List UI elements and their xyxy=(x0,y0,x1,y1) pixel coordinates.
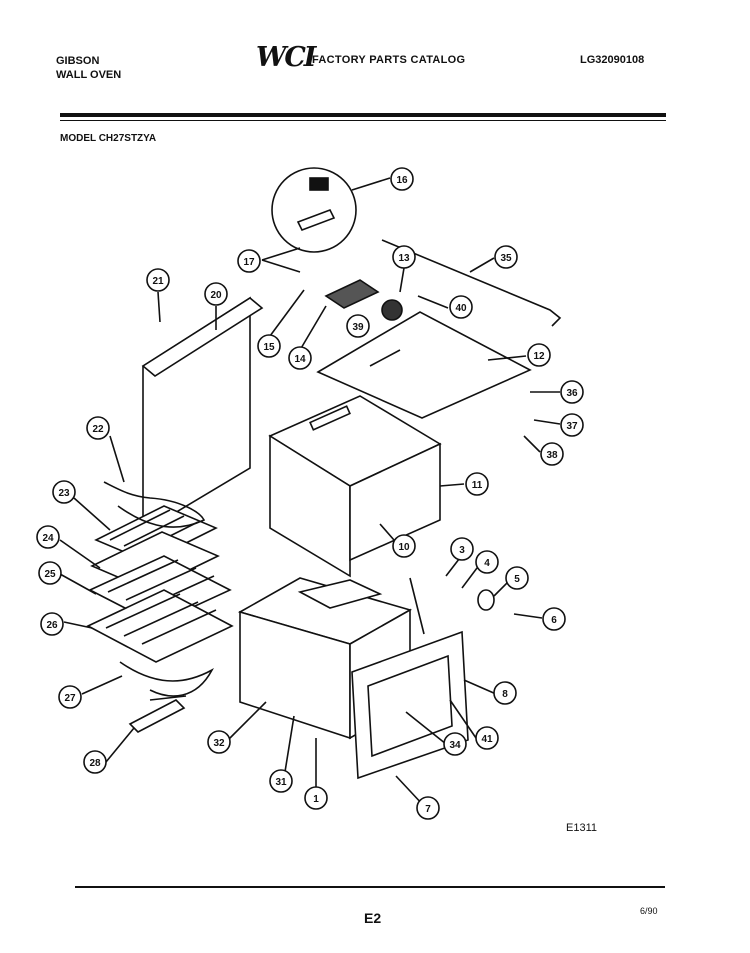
svg-text:6: 6 xyxy=(551,615,557,626)
callout-23 xyxy=(52,480,76,504)
callout-16 xyxy=(390,167,414,191)
callout-balloons xyxy=(36,167,584,820)
svg-text:14: 14 xyxy=(294,354,306,365)
svg-text:11: 11 xyxy=(472,480,483,491)
svg-text:28: 28 xyxy=(89,758,101,769)
model-number: MODEL CH27STZYA xyxy=(60,133,157,144)
callout-22 xyxy=(86,416,110,440)
catalog-title: FACTORY PARTS CATALOG xyxy=(312,54,466,66)
part-35-rod xyxy=(381,239,562,327)
svg-text:10: 10 xyxy=(398,542,410,553)
part-26-oven-rack xyxy=(86,589,234,663)
revision-date: 6/90 xyxy=(640,906,658,916)
svg-text:13: 13 xyxy=(398,253,410,264)
page-number: E2 xyxy=(364,910,382,926)
header-rule-thick xyxy=(60,113,666,117)
svg-text:23: 23 xyxy=(58,488,70,499)
svg-text:7: 7 xyxy=(425,804,431,815)
svg-text:35: 35 xyxy=(500,253,512,264)
callout-labels: 16 17 13 35 21 20 40 39 15 14 12 36 37 3… xyxy=(42,175,578,815)
svg-text:5: 5 xyxy=(514,574,520,585)
svg-text:31: 31 xyxy=(275,777,287,788)
part-16-detail-circle xyxy=(271,167,357,253)
callout-10 xyxy=(392,534,416,558)
svg-text:41: 41 xyxy=(481,734,493,745)
callout-34 xyxy=(443,732,467,756)
callout-39 xyxy=(346,314,370,338)
callout-6 xyxy=(542,607,566,631)
svg-text:3: 3 xyxy=(459,545,465,556)
brand-name: GIBSON xyxy=(56,55,100,67)
part-12-top-panel xyxy=(316,311,532,419)
svg-text:36: 36 xyxy=(566,388,578,399)
svg-text:8: 8 xyxy=(502,689,508,700)
callout-11 xyxy=(465,472,489,496)
product-name: WALL OVEN xyxy=(56,69,122,81)
wci-logo: WCI xyxy=(256,42,316,73)
footer-rule xyxy=(75,886,665,888)
svg-text:16: 16 xyxy=(396,175,408,186)
figure-code: E1311 xyxy=(566,822,597,834)
callout-37 xyxy=(560,413,584,437)
svg-text:22: 22 xyxy=(92,424,104,435)
svg-text:39: 39 xyxy=(352,322,364,333)
callout-31 xyxy=(269,769,293,793)
svg-text:25: 25 xyxy=(44,569,56,580)
callout-21 xyxy=(146,268,170,292)
svg-text:32: 32 xyxy=(213,738,225,749)
part-28-bracket xyxy=(128,699,186,733)
callout-38 xyxy=(540,442,564,466)
callout-25 xyxy=(38,561,62,585)
callout-27 xyxy=(58,685,82,709)
callout-14 xyxy=(288,346,312,370)
document-number: LG32090108 xyxy=(580,54,645,66)
part-14-switch xyxy=(324,279,380,309)
part-22-broil-element xyxy=(103,481,206,528)
svg-text:20: 20 xyxy=(210,290,222,301)
part-5-knob xyxy=(477,589,495,611)
svg-text:34: 34 xyxy=(449,740,461,751)
svg-text:27: 27 xyxy=(64,693,76,704)
callout-15 xyxy=(257,334,281,358)
svg-text:17: 17 xyxy=(243,257,255,268)
callout-40 xyxy=(449,295,473,319)
callout-1 xyxy=(304,786,328,810)
callout-7 xyxy=(416,796,440,820)
callout-5 xyxy=(505,566,529,590)
svg-text:40: 40 xyxy=(455,303,467,314)
svg-text:21: 21 xyxy=(152,276,164,287)
callout-35 xyxy=(494,245,518,269)
callout-26 xyxy=(40,612,64,636)
svg-text:4: 4 xyxy=(484,558,490,569)
callout-3 xyxy=(450,537,474,561)
svg-text:1: 1 xyxy=(313,794,319,805)
svg-text:24: 24 xyxy=(42,533,54,544)
svg-text:38: 38 xyxy=(546,450,558,461)
callout-8 xyxy=(493,681,517,705)
callout-12 xyxy=(527,343,551,367)
callout-41 xyxy=(475,726,499,750)
svg-text:37: 37 xyxy=(566,421,578,432)
callout-13 xyxy=(392,245,416,269)
header-rule-thin xyxy=(60,120,666,121)
callout-17 xyxy=(237,249,261,273)
svg-text:26: 26 xyxy=(46,620,58,631)
part-39-motor xyxy=(381,299,403,321)
part-27-bake-element xyxy=(119,661,214,697)
svg-text:12: 12 xyxy=(533,351,545,362)
callout-4 xyxy=(475,550,499,574)
callout-24 xyxy=(36,525,60,549)
callout-36 xyxy=(560,380,584,404)
callout-28 xyxy=(83,750,107,774)
svg-text:15: 15 xyxy=(263,342,275,353)
callout-32 xyxy=(207,730,231,754)
callout-20 xyxy=(204,282,228,306)
